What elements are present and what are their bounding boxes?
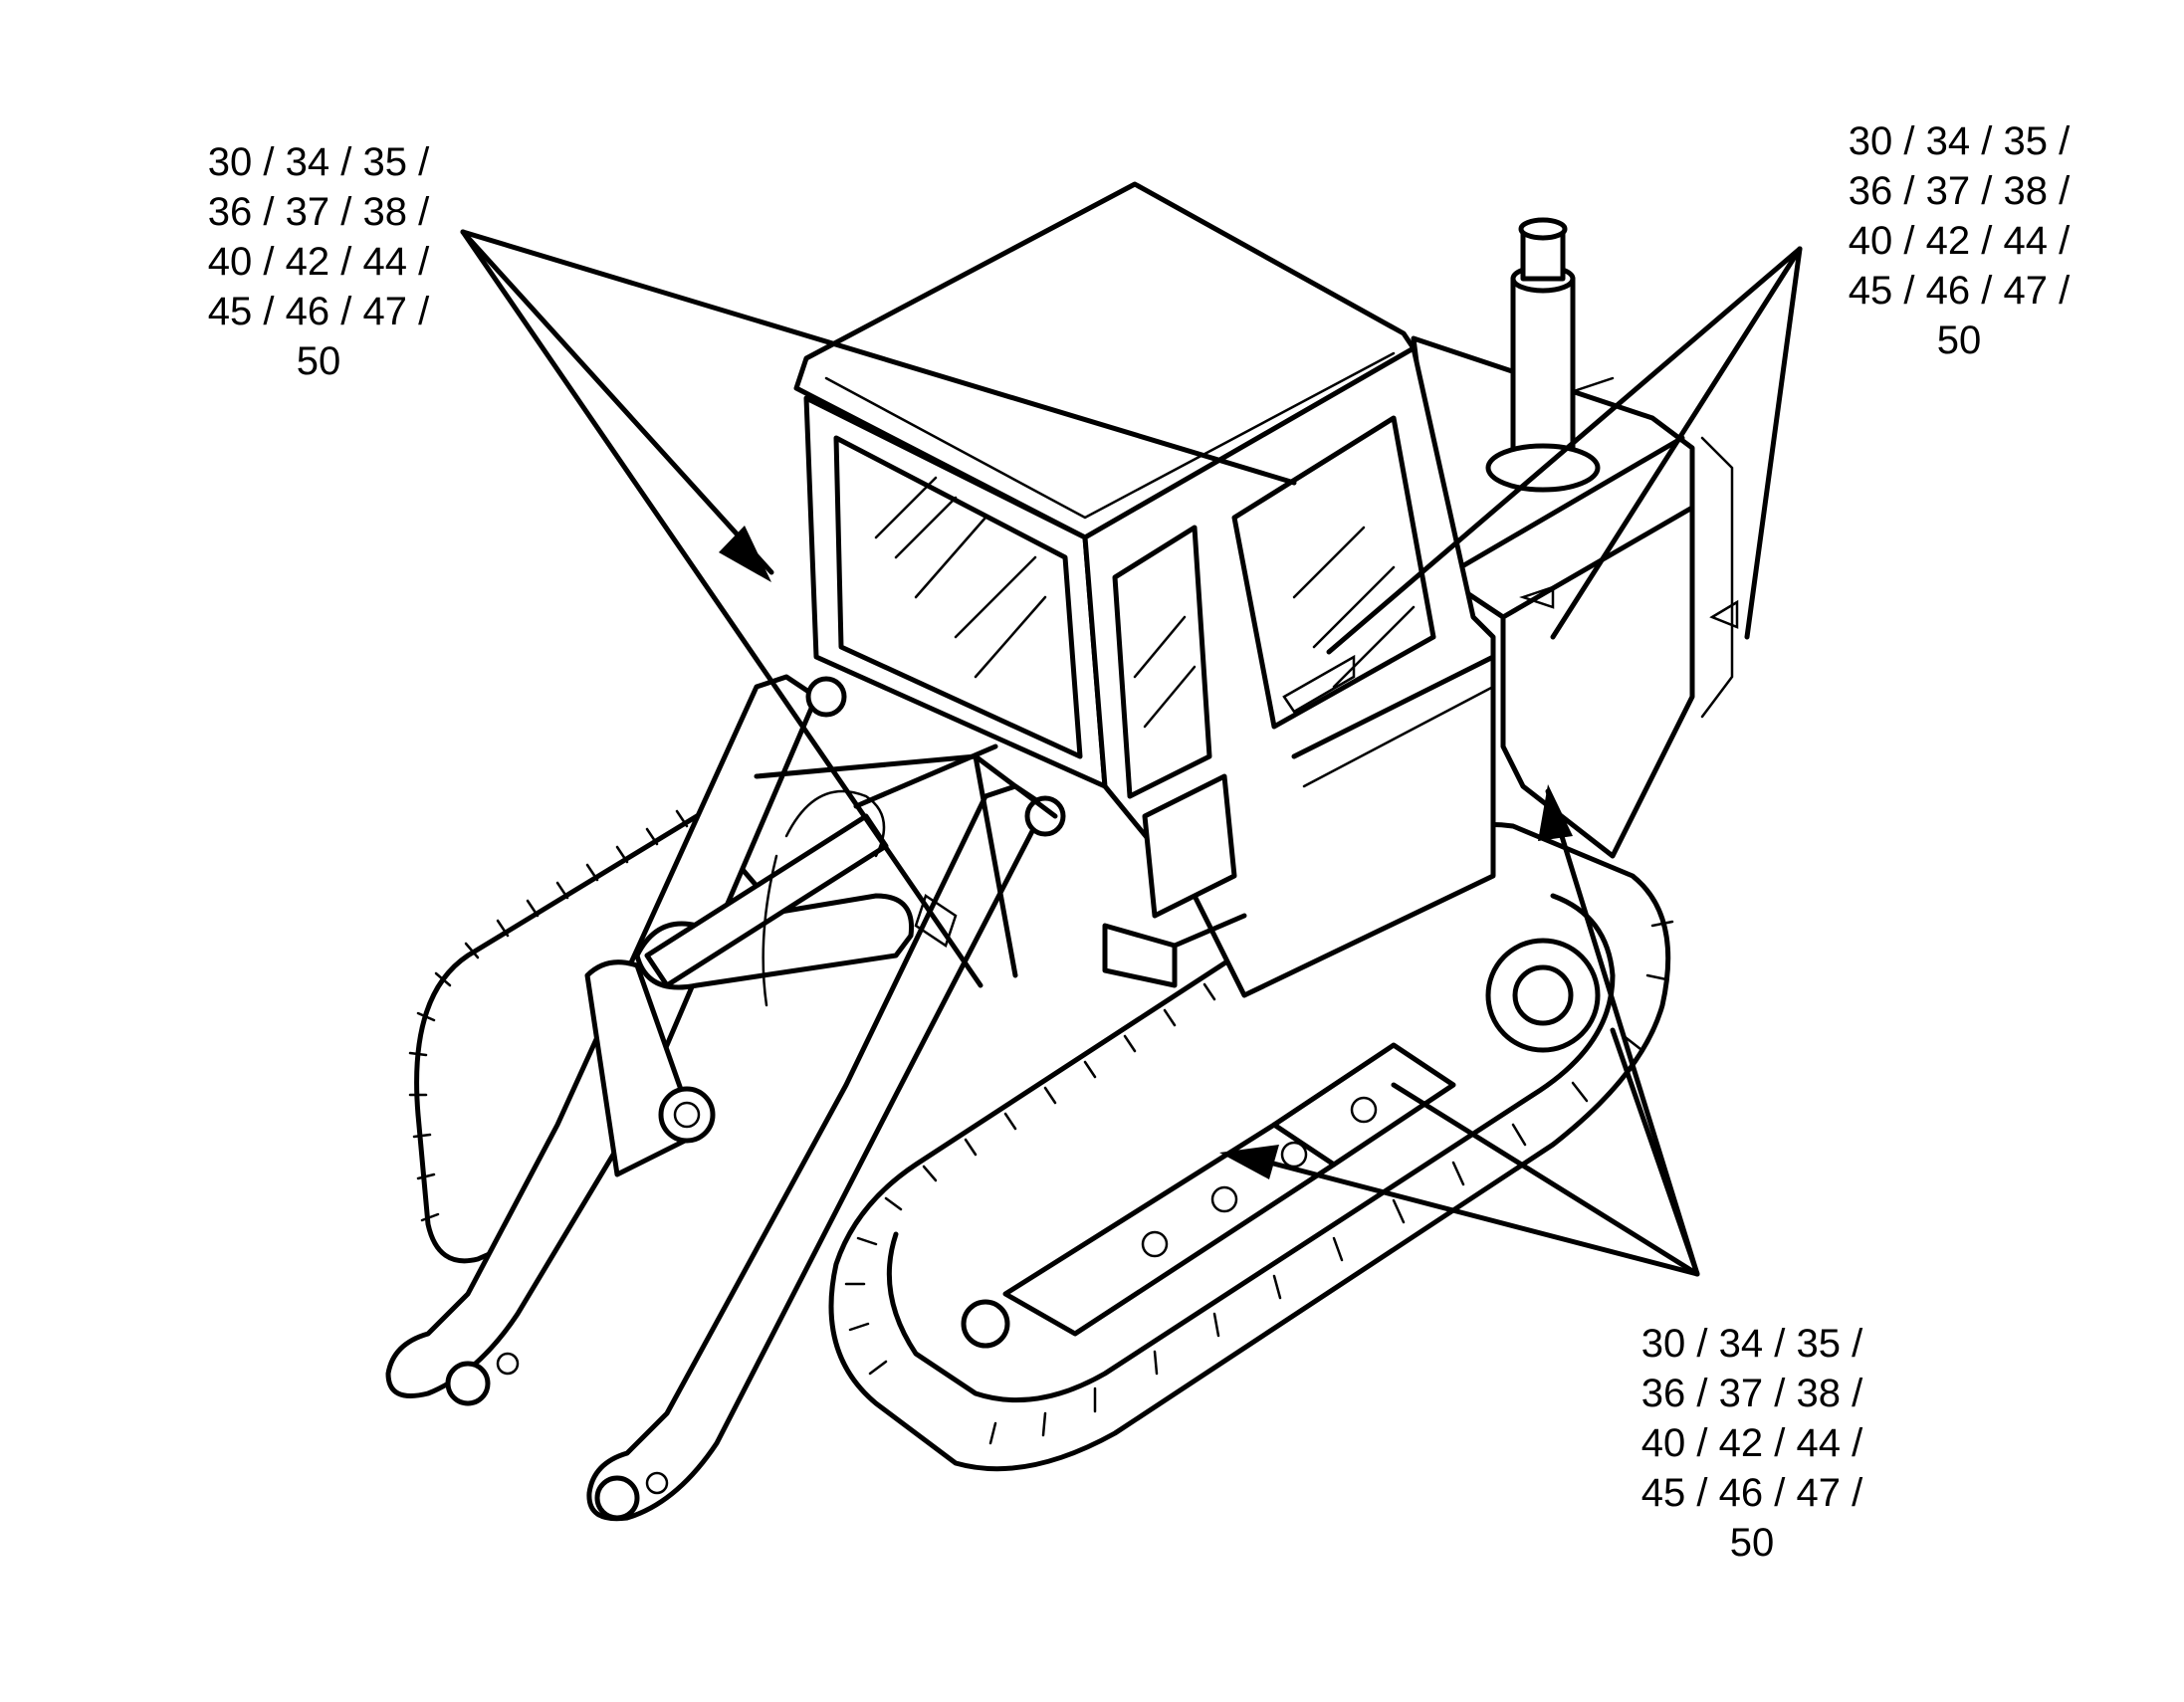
callout-left-line-3: 40 / 42 / 44 /	[207, 240, 430, 284]
operator-cab	[793, 181, 1496, 998]
callout-bottom-line-1: 30 / 34 / 35 /	[1640, 1322, 1863, 1366]
callout-bottom-line-3: 40 / 42 / 44 /	[1640, 1421, 1863, 1465]
callout-left: 30 / 34 / 35 / 36 / 37 / 38 / 40 / 42 / …	[179, 137, 458, 386]
callout-right-line-4: 45 / 46 / 47 /	[1848, 269, 2071, 313]
callout-bottom-line-2: 36 / 37 / 38 /	[1640, 1372, 1863, 1415]
loader-arms	[385, 674, 1066, 1522]
callout-left-line-1: 30 / 34 / 35 /	[207, 140, 430, 184]
callout-right-line-1: 30 / 34 / 35 /	[1848, 119, 2071, 163]
callout-right-line-2: 36 / 37 / 38 /	[1848, 169, 2071, 213]
callout-left-line-5: 50	[296, 339, 341, 383]
callout-right-line-3: 40 / 42 / 44 /	[1848, 219, 2071, 263]
callout-bottom-line-4: 45 / 46 / 47 /	[1640, 1471, 1863, 1515]
callout-right: 30 / 34 / 35 / 36 / 37 / 38 / 40 / 42 / …	[1820, 116, 2098, 365]
callout-left-line-2: 36 / 37 / 38 /	[207, 190, 430, 234]
callout-left-line-4: 45 / 46 / 47 /	[207, 290, 430, 333]
callout-right-line-5: 50	[1936, 319, 1982, 362]
callout-bottom-line-5: 50	[1729, 1521, 1775, 1565]
callout-bottom: 30 / 34 / 35 / 36 / 37 / 38 / 40 / 42 / …	[1613, 1319, 1891, 1568]
engine-hood	[1411, 217, 1739, 859]
leader-lines	[460, 229, 1803, 1277]
